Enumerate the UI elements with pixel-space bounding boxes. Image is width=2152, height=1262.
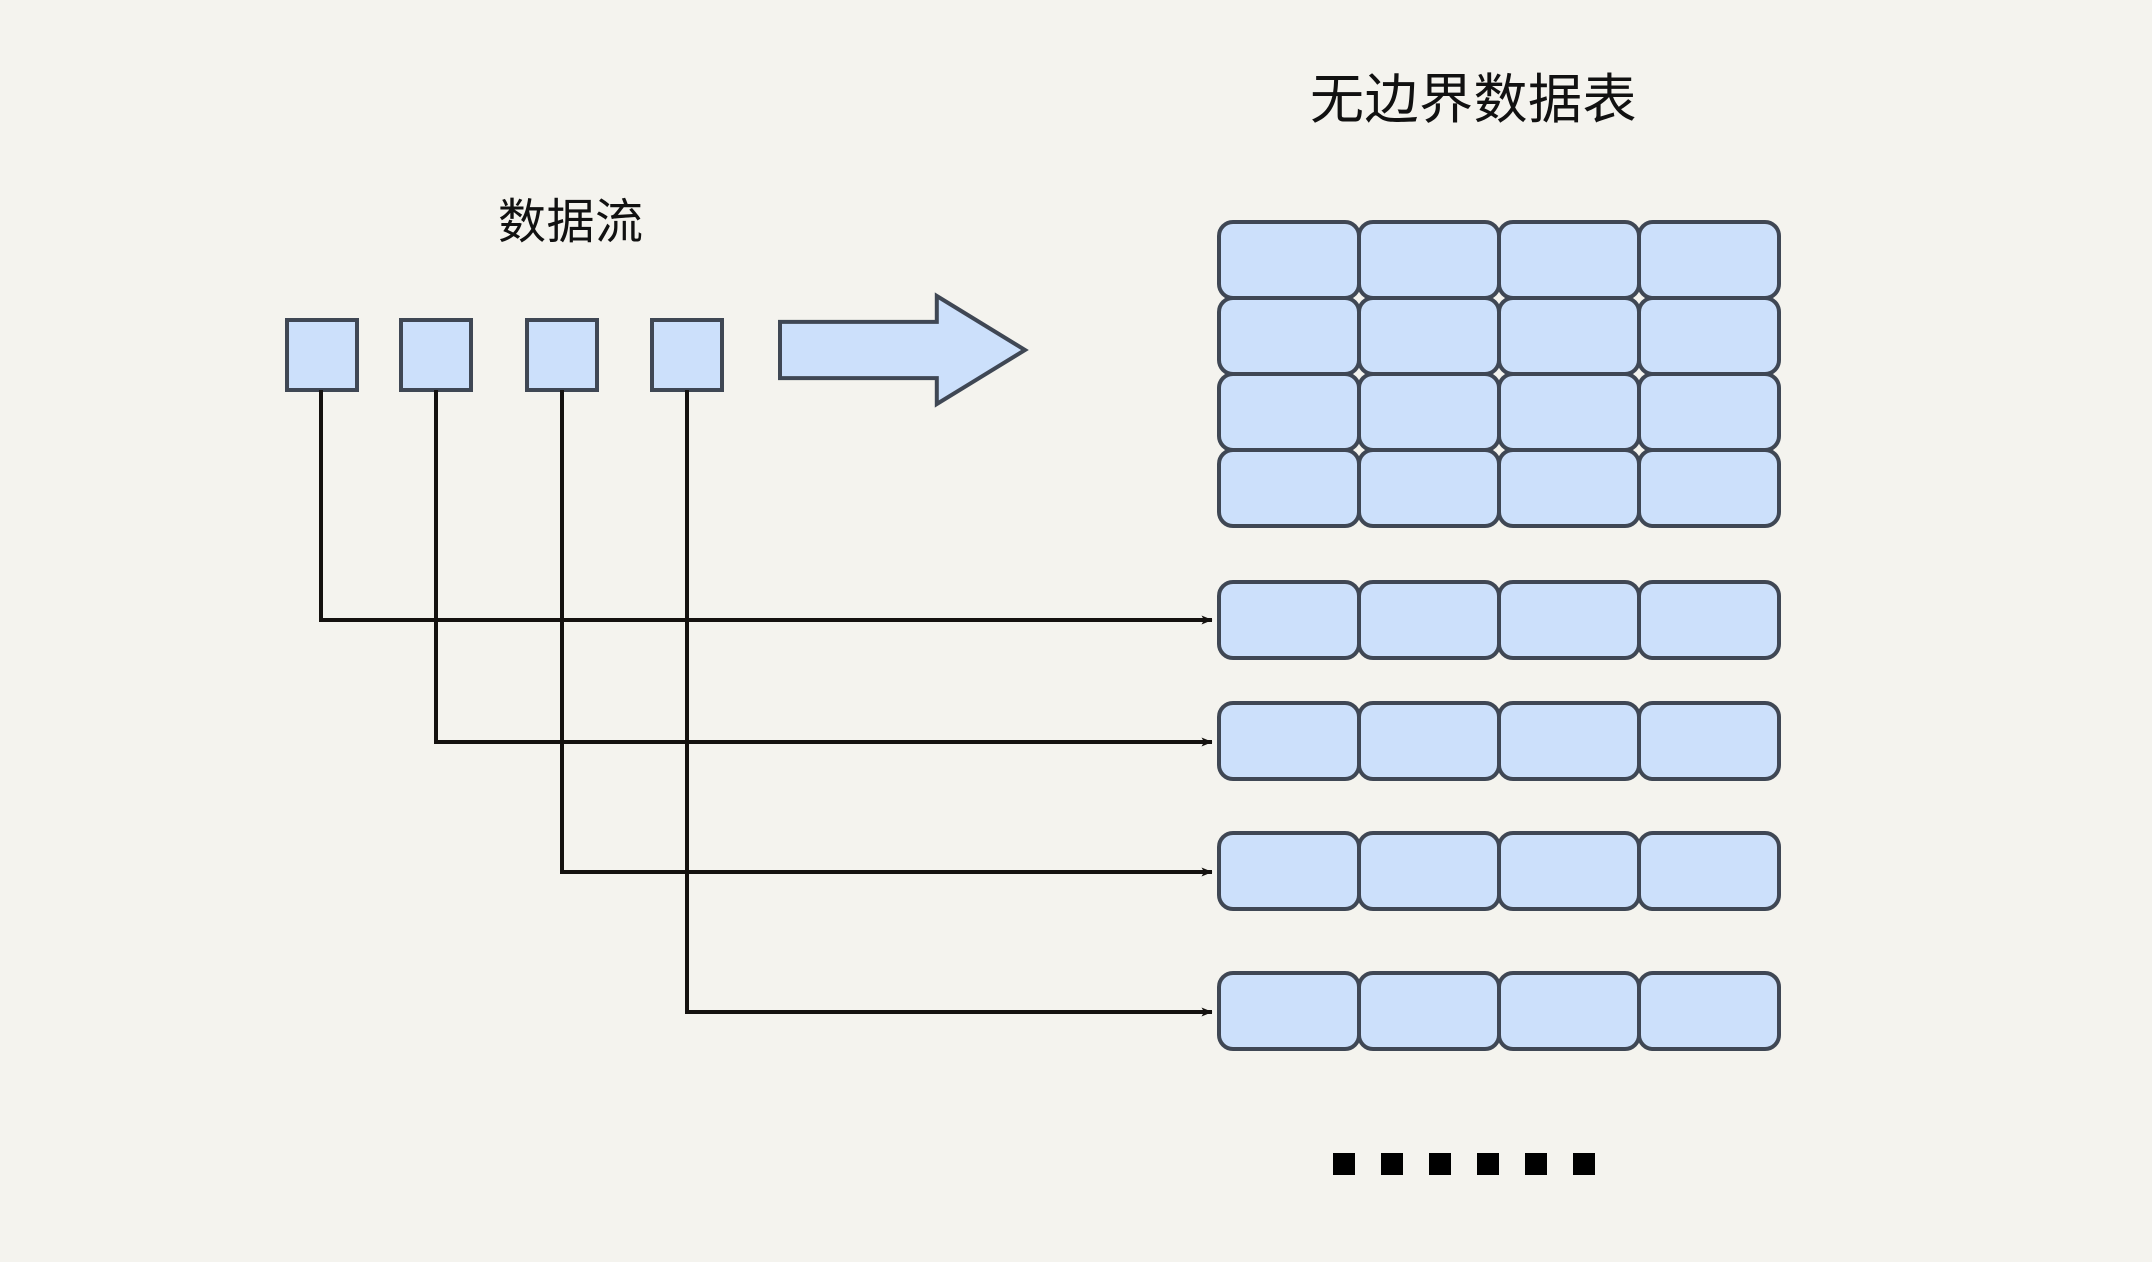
table-cell xyxy=(1217,220,1361,300)
table-cell xyxy=(1217,296,1361,376)
connector-2 xyxy=(434,390,1213,747)
stream-row-2-cell xyxy=(1217,701,1361,781)
table-cell xyxy=(1217,448,1361,528)
stream-row-3-cell xyxy=(1217,831,1361,911)
table-cell xyxy=(1217,372,1361,452)
stream-row-2-cell xyxy=(1357,701,1501,781)
continuation-dot xyxy=(1381,1153,1403,1175)
table-cell xyxy=(1637,296,1781,376)
connector-1 xyxy=(319,390,1213,625)
continuation-dot xyxy=(1573,1153,1595,1175)
table-cell xyxy=(1357,372,1501,452)
continuation-dot xyxy=(1477,1153,1499,1175)
stream-rows-group xyxy=(1217,580,1781,1051)
data-stream-title: 数据流 xyxy=(498,194,644,250)
stream-row-1-cell xyxy=(1357,580,1501,660)
stream-row-1-cell xyxy=(1637,580,1781,660)
stream-row-3-cell xyxy=(1637,831,1781,911)
table-cell xyxy=(1357,296,1501,376)
big-flow-arrow xyxy=(778,292,1029,408)
continuation-dot xyxy=(1429,1153,1451,1175)
stream-row-1-cell xyxy=(1497,580,1641,660)
table-cell xyxy=(1357,448,1501,528)
stream-row-4-cell xyxy=(1217,971,1361,1051)
stream-row-3-cell xyxy=(1497,831,1641,911)
table-cell xyxy=(1637,220,1781,300)
continuation-dots-group xyxy=(1333,1153,1595,1175)
unbounded-table-title: 无边界数据表 xyxy=(1310,68,1637,131)
stream-square-3 xyxy=(525,318,599,392)
table-cell xyxy=(1497,220,1641,300)
stream-row-4-cell xyxy=(1637,971,1781,1051)
table-cell xyxy=(1497,296,1641,376)
table-cell xyxy=(1357,220,1501,300)
stream-square-4 xyxy=(650,318,724,392)
stream-row-2-cell xyxy=(1637,701,1781,781)
stream-row-2-cell xyxy=(1497,701,1641,781)
continuation-dot xyxy=(1333,1153,1355,1175)
stream-row-4-cell xyxy=(1497,971,1641,1051)
table-cell xyxy=(1637,372,1781,452)
table-cell xyxy=(1637,448,1781,528)
connector-4 xyxy=(685,390,1213,1017)
stream-row-3-cell xyxy=(1357,831,1501,911)
stream-row-4-cell xyxy=(1357,971,1501,1051)
connector-3 xyxy=(560,390,1213,877)
continuation-dot xyxy=(1525,1153,1547,1175)
stream-row-1-cell xyxy=(1217,580,1361,660)
stream-squares-group xyxy=(285,318,724,392)
table-grid-group xyxy=(1217,220,1781,528)
connectors-group xyxy=(319,390,1213,1017)
table-cell xyxy=(1497,372,1641,452)
flow-arrow-group xyxy=(778,292,1029,408)
table-cell xyxy=(1497,448,1641,528)
stream-square-2 xyxy=(399,318,473,392)
stream-square-1 xyxy=(285,318,359,392)
